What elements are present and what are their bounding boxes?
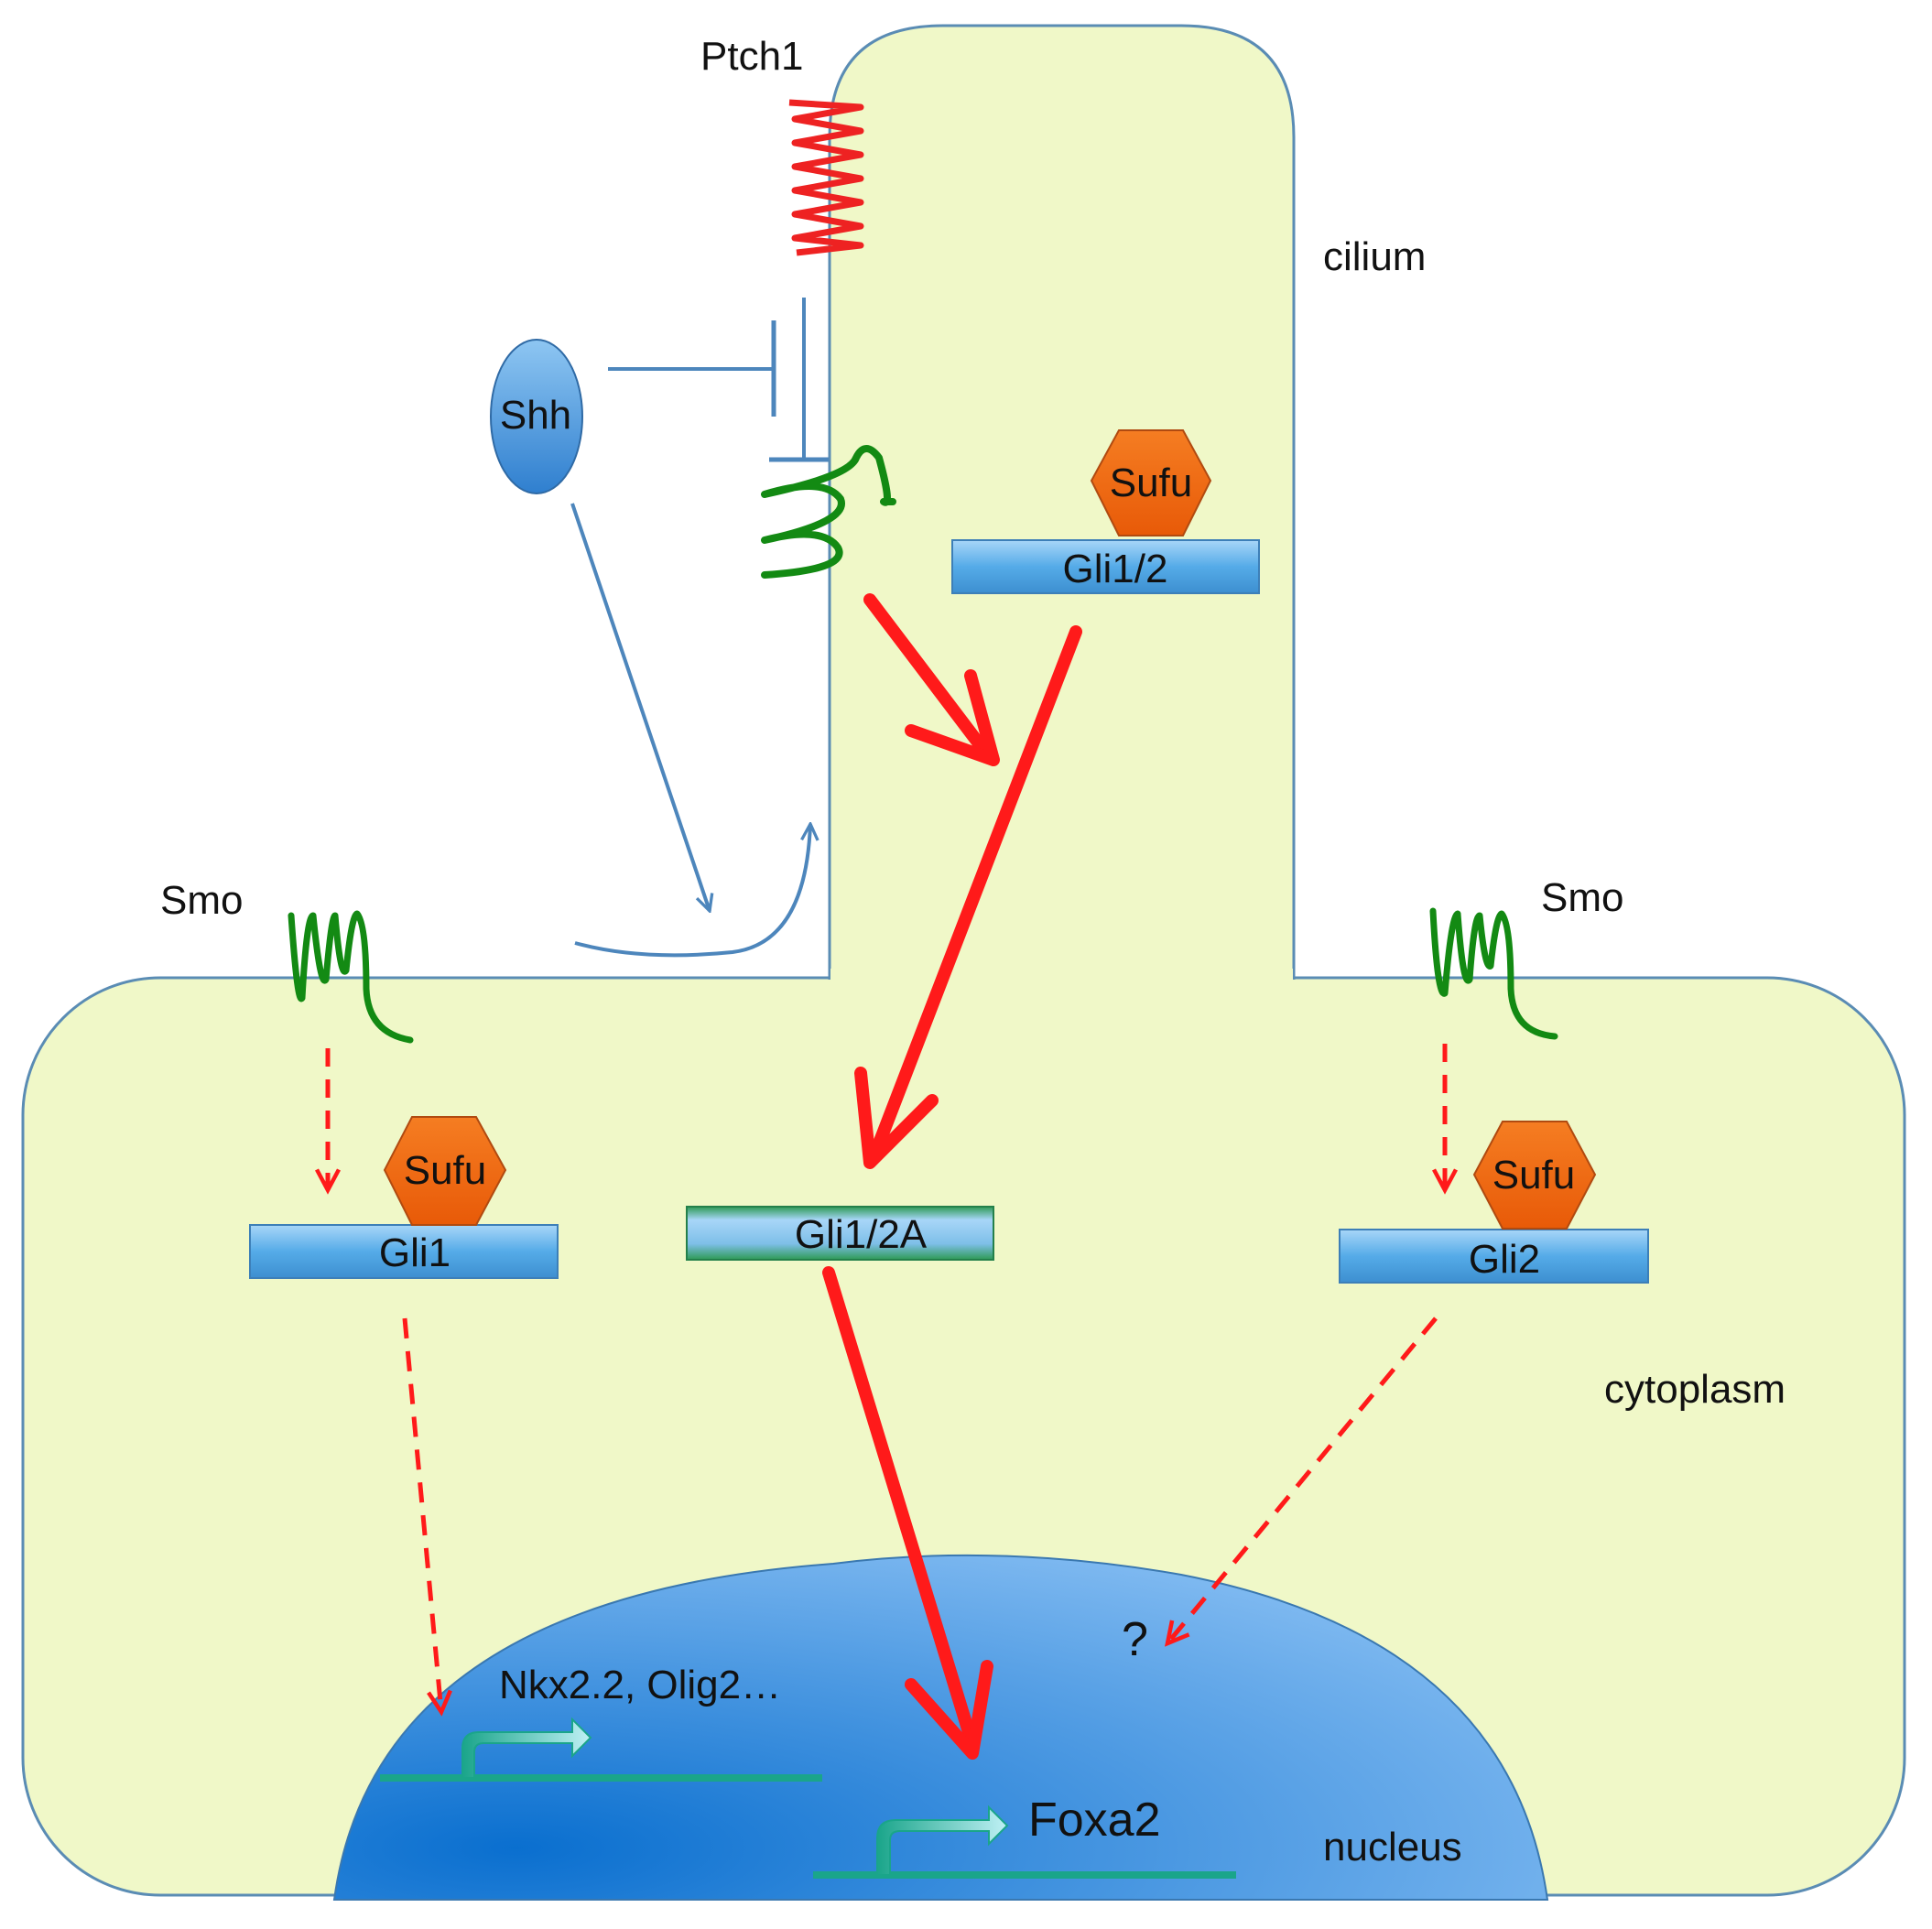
right-gli2-label: Gli2: [1469, 1237, 1540, 1282]
cytoplasm-label: cytoplasm: [1604, 1367, 1785, 1412]
unknown-target-label: ?: [1122, 1613, 1148, 1666]
ptch1-receptor: [788, 99, 864, 256]
right-sufu-label: Sufu: [1492, 1153, 1576, 1197]
smo-activates-gli-arrow: [863, 593, 1000, 766]
right-sufu-hexagon: [1472, 1121, 1597, 1230]
ptch1-label: Ptch1: [700, 34, 804, 79]
cilium-sufu-hexagon: [1090, 429, 1212, 536]
foxa2-label: Foxa2: [1028, 1794, 1161, 1847]
left-sufu-label: Sufu: [404, 1148, 487, 1193]
left-sufu-hexagon: [383, 1116, 507, 1226]
ptch1-inhibits-smo: [769, 298, 829, 462]
nucleus: [332, 1554, 1549, 1901]
target-genes-locus: [380, 1717, 822, 1782]
cilium-label: cilium: [1323, 234, 1426, 279]
shh-down-arrow: [570, 503, 710, 911]
activator-to-foxa2-arrow: [822, 1266, 993, 1760]
cilium-gli-box: [951, 539, 1260, 594]
target-genes-label: Nkx2.2, Olig2…: [499, 1663, 781, 1707]
cilium-junction-fill: [830, 969, 1293, 980]
target-genes-tss-arrow: [461, 1717, 592, 1779]
shh-ligand: Shh: [490, 339, 583, 494]
smo-left-receptor: [288, 910, 414, 1044]
cilium-sufu-label: Sufu: [1110, 461, 1193, 505]
left-gli1-box: [249, 1224, 559, 1279]
cilium-gli-label: Gli1/2: [1063, 547, 1168, 591]
shh-label: Shh: [500, 393, 571, 438]
foxa2-locus: [813, 1804, 1236, 1879]
smo-right-receptor: [1429, 907, 1558, 1040]
nucleus-label: nucleus: [1323, 1825, 1462, 1869]
gli-activator-box: [686, 1206, 994, 1261]
gli-activator-label: Gli1/2A: [795, 1212, 928, 1257]
smo-left-label: Smo: [160, 878, 243, 923]
right-gli2-box: [1339, 1229, 1649, 1284]
gli-to-activator-arrow: [854, 625, 1082, 1169]
foxa2-tss-arrow: [876, 1804, 1009, 1876]
shh-inhibits-ptch1: [608, 320, 776, 417]
cilium-membrane: [828, 24, 1296, 980]
smo-cilium-receptor: [761, 445, 896, 579]
shh-ellipse: [490, 339, 583, 494]
right-sufu-gli2-complex: Sufu Gli2: [1339, 1121, 1649, 1284]
gli2-to-nucleus-dashed-arrow: [1167, 1317, 1438, 1643]
gli-activator: Gli1/2A: [686, 1206, 994, 1261]
left-sufu-gli1-complex: Sufu Gli1: [249, 1116, 559, 1279]
left-gli1-label: Gli1: [379, 1230, 450, 1275]
cilium-sufu-gli-complex: Sufu Gli1/2: [951, 429, 1260, 594]
smo-right-label: Smo: [1541, 875, 1623, 920]
smo-to-cilium-arrow: [574, 824, 810, 958]
